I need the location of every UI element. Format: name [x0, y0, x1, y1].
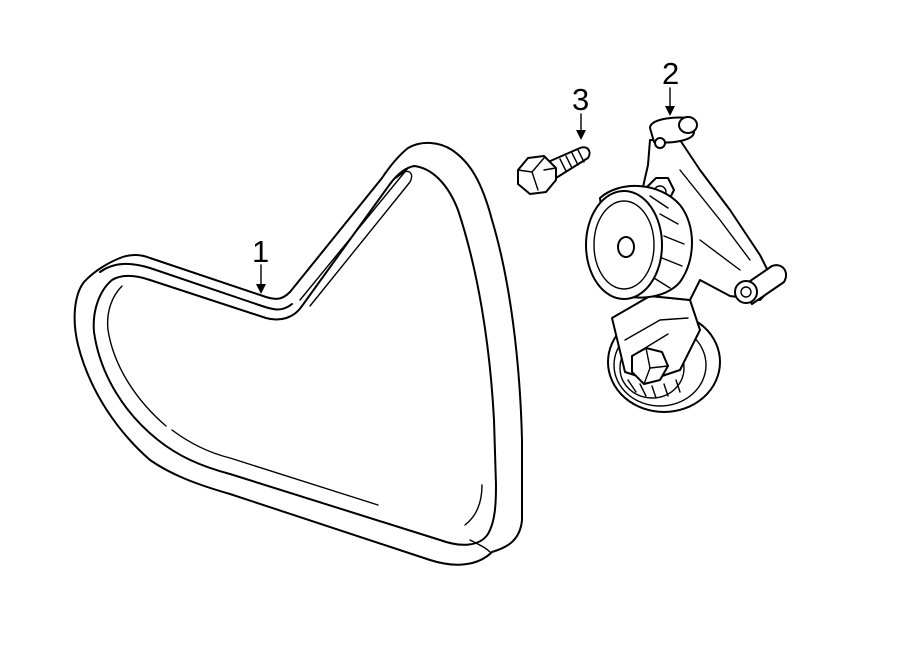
- callout-2-label: 2: [662, 56, 679, 91]
- callout-2: 2: [662, 56, 679, 116]
- callout-2-arrowhead: [665, 106, 675, 116]
- callout-1-arrowhead: [256, 284, 266, 294]
- callout-3-label: 3: [572, 82, 589, 117]
- callout-1: 1: [252, 234, 269, 294]
- belt-tensioner[interactable]: [585, 116, 788, 413]
- callout-1-label: 1: [252, 234, 269, 269]
- tensioner-bolt[interactable]: [517, 146, 591, 195]
- serpentine-belt[interactable]: [73, 142, 523, 566]
- callout-3: 3: [572, 82, 589, 140]
- callout-3-arrowhead: [576, 130, 586, 140]
